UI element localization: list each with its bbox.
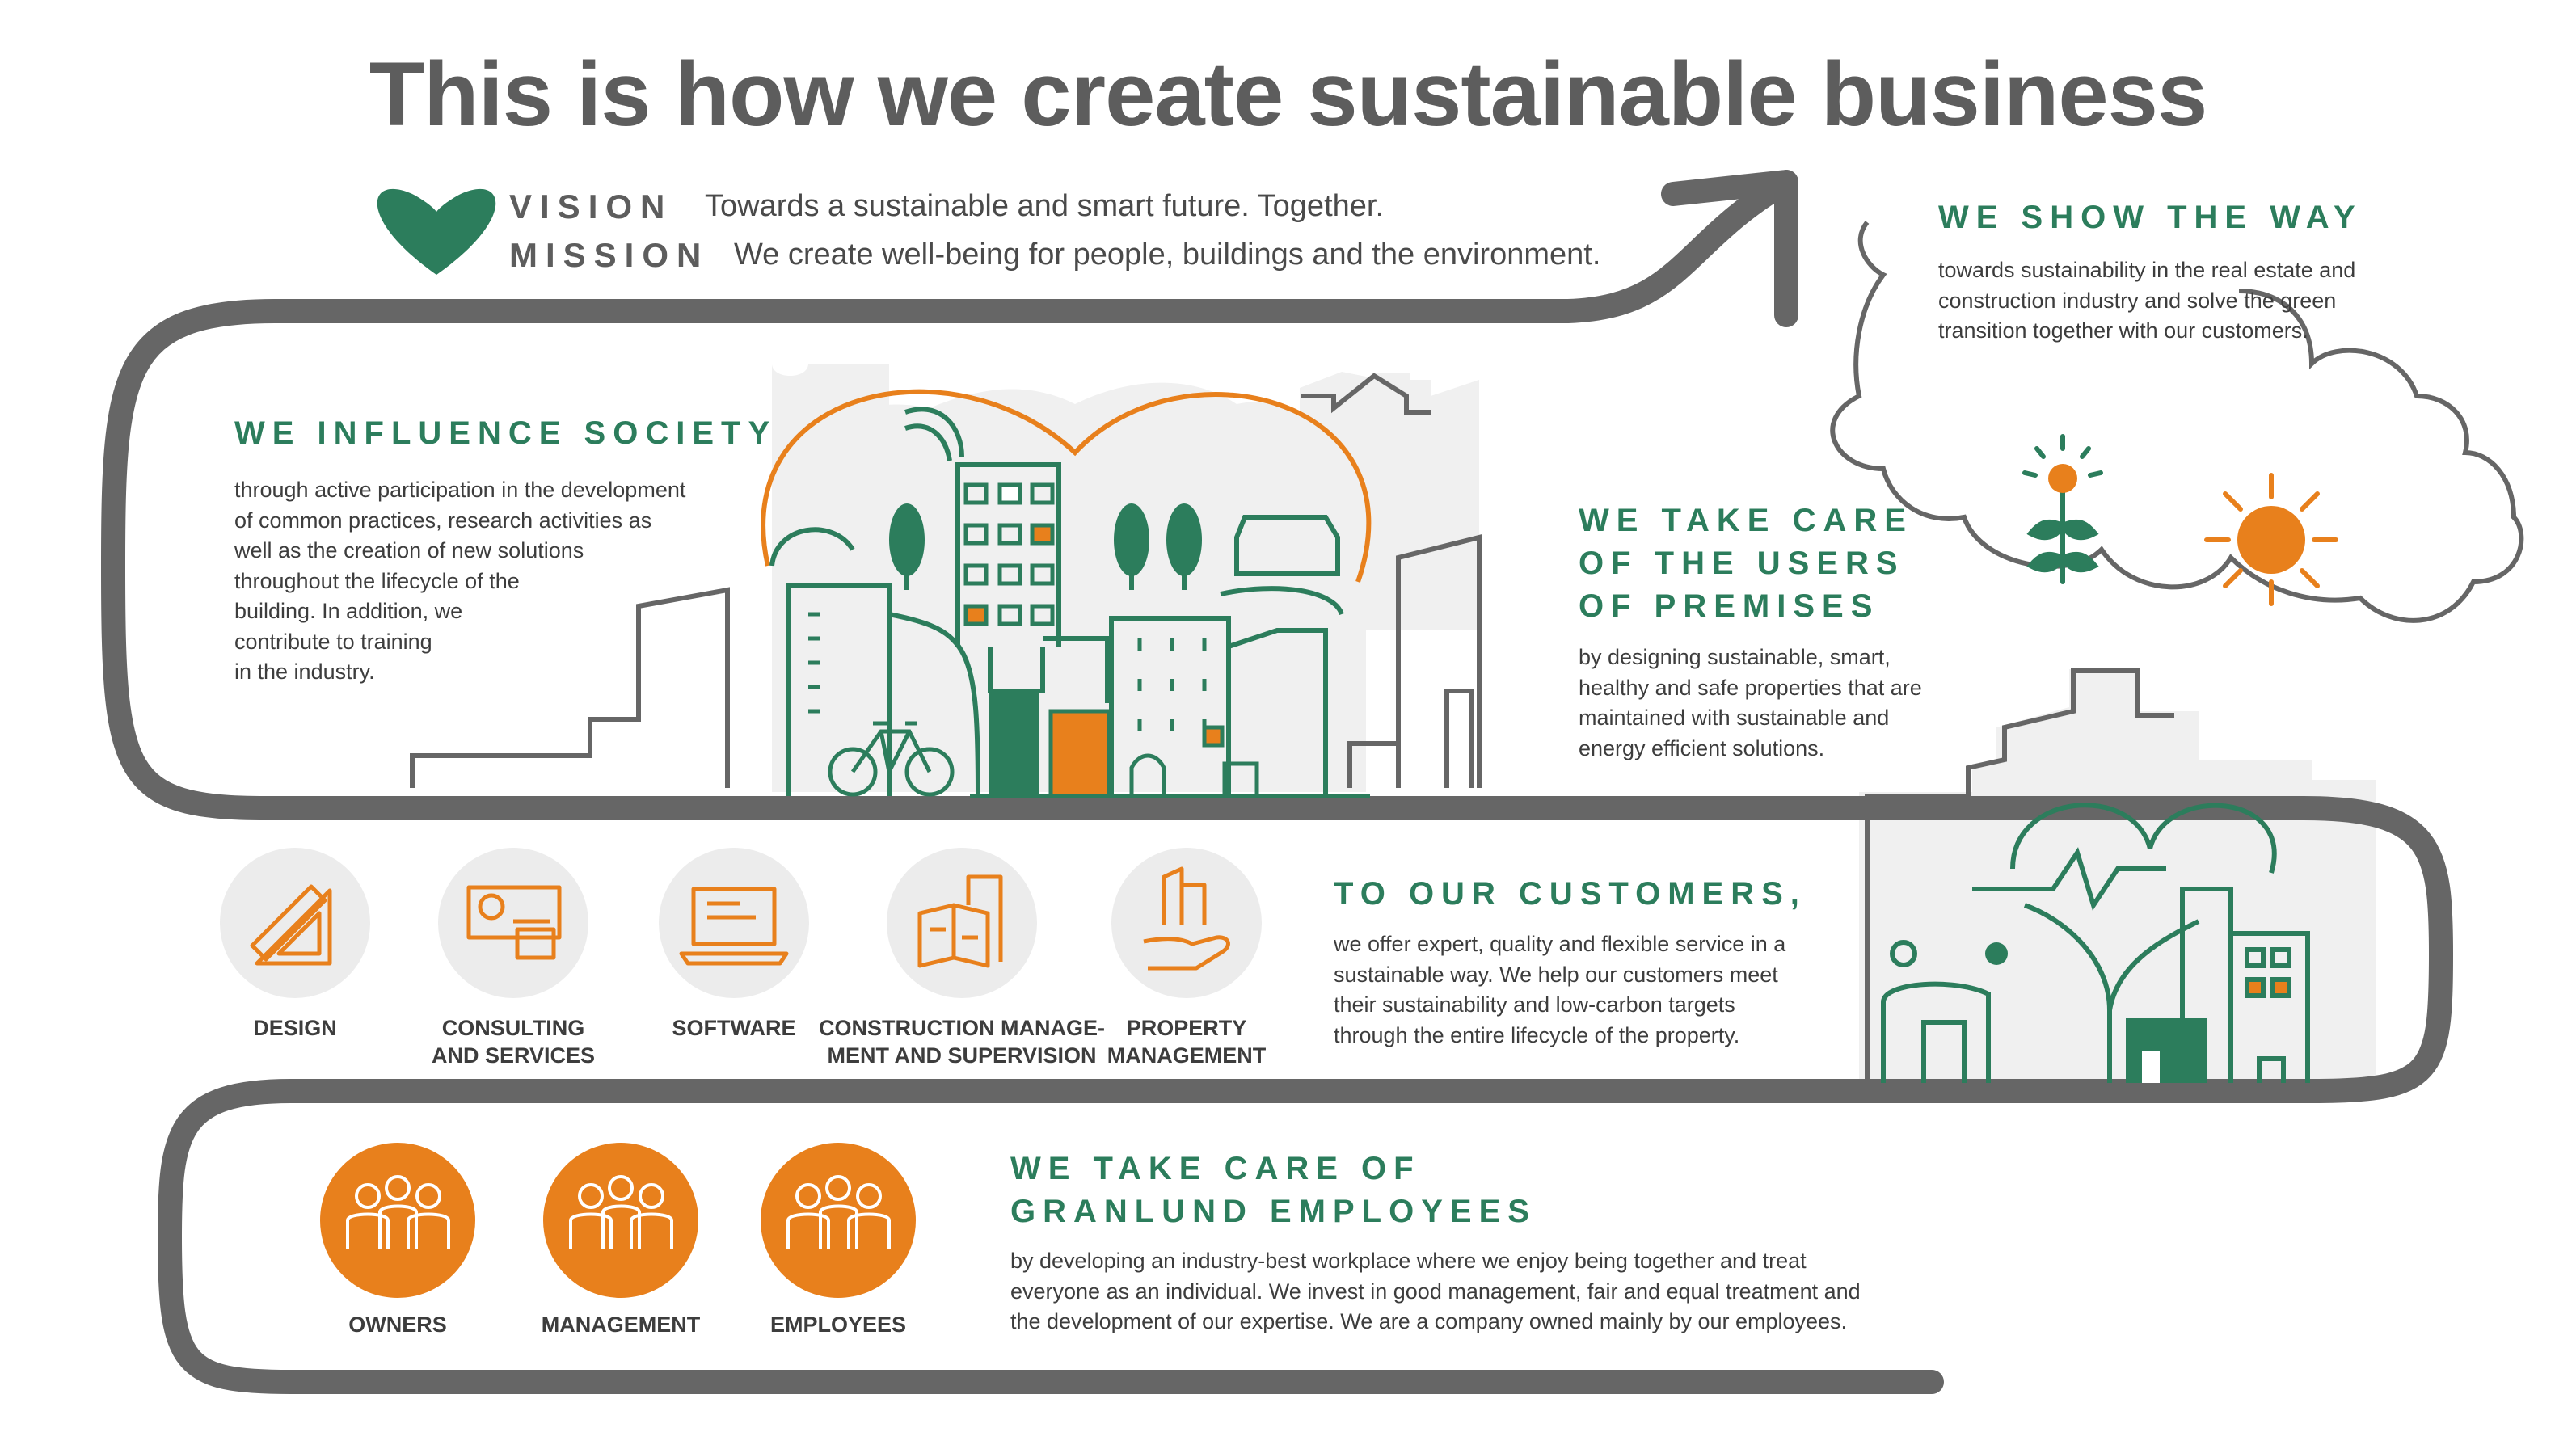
- green-door-block: [989, 693, 1039, 796]
- service-label-design: DESIGN: [253, 1016, 337, 1040]
- skyline-left: [410, 373, 1482, 788]
- orange-door-block: [1048, 709, 1111, 798]
- skyline-right: [1865, 668, 2174, 1083]
- users-body: by designing sustainable, smart,healthy …: [1579, 645, 1922, 760]
- mission-text: We create well-being for people, buildin…: [734, 238, 1601, 272]
- winding-path: [101, 170, 2453, 1394]
- construction-plan-icon: [917, 874, 1003, 968]
- hand-building-icon: [1143, 866, 1230, 971]
- ruler-triangle-icon: [250, 884, 332, 966]
- vision-label: VISION: [509, 187, 673, 225]
- page-title: This is how we create sustainable busine…: [369, 44, 2207, 145]
- trees: [889, 503, 1202, 590]
- group-circles: [320, 1143, 916, 1298]
- service-circles: [220, 848, 1262, 998]
- show-way-heading: WE SHOW THE WAY: [1938, 200, 2363, 235]
- cloud-outline: [1830, 221, 2524, 623]
- group-label-owners: OWNERS: [348, 1312, 447, 1337]
- bicycle-icon: [828, 721, 955, 797]
- city-buildings: [769, 407, 1370, 798]
- influence-heading: WE INFLUENCE SOCIETY: [234, 415, 778, 451]
- laptop-icon: [679, 887, 789, 966]
- service-label-construction: CONSTRUCTION MANAGE-MENT AND SUPERVISION: [819, 1016, 1105, 1068]
- employees-body: by developing an industry-best workplace…: [1010, 1249, 1861, 1333]
- sprout-sun-icon: [2022, 434, 2103, 584]
- mission-label: MISSION: [509, 236, 710, 274]
- building-windows: [808, 482, 1259, 796]
- heart-logo-icon: [377, 188, 496, 275]
- customers-heading: TO OUR CUSTOMERS,: [1334, 876, 1807, 912]
- green-block-right: [2126, 1018, 2207, 1083]
- employees-group-icon: [786, 1175, 891, 1249]
- group-label-employees: EMPLOYEES: [769, 1312, 907, 1337]
- management-group-icon: [569, 1175, 673, 1249]
- sun-icon: [2204, 473, 2338, 606]
- customers-body: we offer expert, quality and flexible se…: [1334, 932, 1786, 1047]
- vision-text: Towards a sustainable and smart future. …: [705, 189, 1385, 223]
- show-way-body: towards sustainability in the real estat…: [1938, 258, 2356, 343]
- sun-core: [2237, 506, 2305, 574]
- person-head-green: [1985, 942, 2008, 965]
- group-label-management: MANAGEMENT: [541, 1312, 701, 1337]
- presentation-board-icon: [466, 885, 562, 960]
- city-dome-bg: [771, 382, 1367, 792]
- service-label-software: SOFTWARE: [672, 1016, 796, 1040]
- owners-group-icon: [346, 1175, 450, 1249]
- sprout-sun-center: [2048, 464, 2077, 493]
- green-block-door: [2142, 1051, 2160, 1083]
- influence-body: through active participation in the deve…: [234, 478, 686, 684]
- city-heart-outline: [761, 389, 1372, 583]
- wellbeing-illustration: [1881, 803, 2310, 1083]
